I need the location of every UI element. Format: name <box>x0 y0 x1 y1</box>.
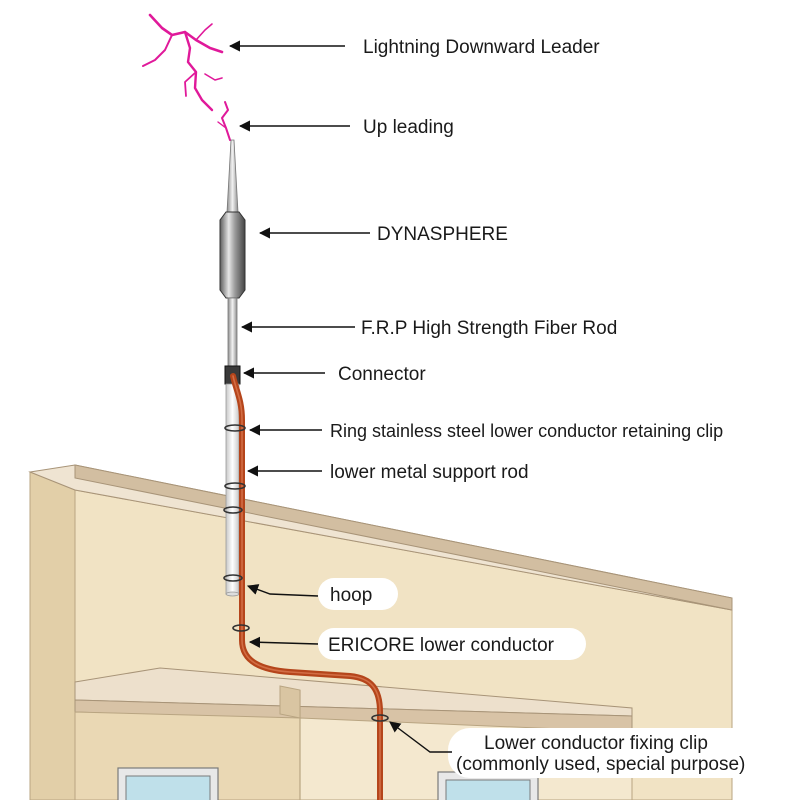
label-up-leading: Up leading <box>363 117 454 138</box>
arrow-ericore <box>248 636 319 648</box>
fixing-clip-label-bubble <box>448 728 780 778</box>
building <box>28 464 733 805</box>
upper-wall-side <box>29 471 76 801</box>
arrow-fixing-clip <box>389 721 452 753</box>
label-ericore: ERICORE lower conductor <box>328 635 555 656</box>
ericore-label-bubble <box>318 628 586 660</box>
rod-clips <box>223 424 389 722</box>
labels: Lightning Downward Leader Up leading DYN… <box>328 37 745 775</box>
label-fixing-clip-line1: Lower conductor fixing clip <box>484 733 708 754</box>
label-connector: Connector <box>338 364 426 385</box>
arrow-hoop <box>246 584 319 597</box>
hoop-label-bubble <box>318 578 398 610</box>
label-lower-metal-rod: lower metal support rod <box>330 462 529 483</box>
leader-arrows <box>228 40 452 753</box>
spike-tip <box>226 139 239 213</box>
label-frp-rod: F.R.P High Strength Fiber Rod <box>361 318 617 339</box>
label-lightning-downward-leader: Lightning Downward Leader <box>363 37 600 58</box>
label-ring-clip: Ring stainless steel lower conductor ret… <box>330 421 723 441</box>
lightning-icon <box>142 13 231 141</box>
label-hoop: hoop <box>330 585 372 606</box>
dynasphere-body <box>219 211 246 299</box>
window-left <box>117 767 219 805</box>
label-dynasphere: DYNASPHERE <box>377 224 508 245</box>
label-fixing-clip-line2: (commonly used, special purpose) <box>456 754 745 775</box>
frp-rod <box>227 297 238 369</box>
